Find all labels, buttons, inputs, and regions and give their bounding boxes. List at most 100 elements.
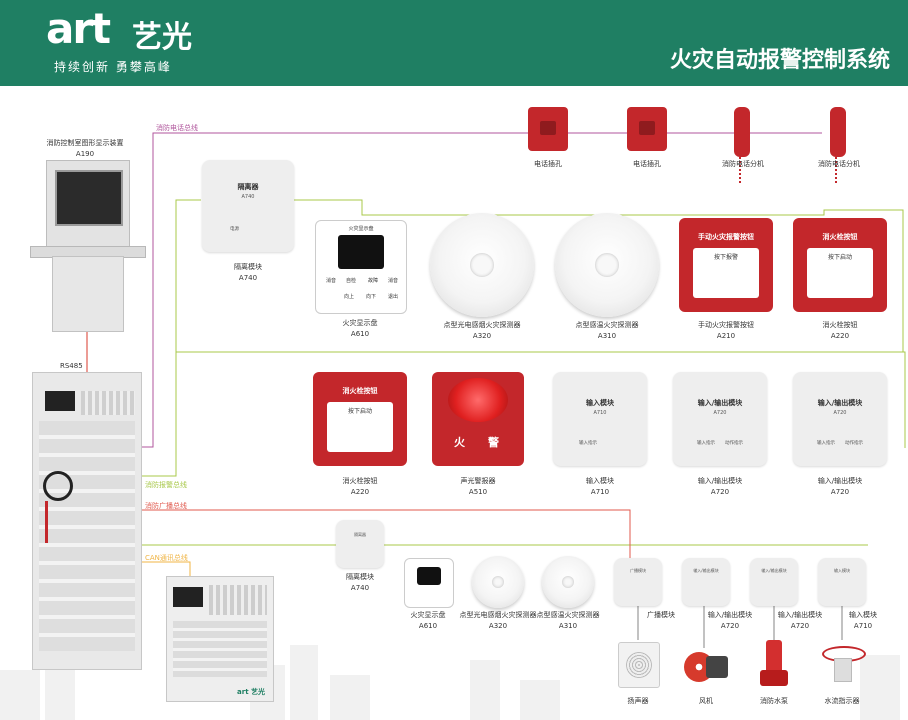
io-module-b1-card-title: 输入/输出模块 — [693, 568, 719, 573]
isolator-module-bottom: 隔离器 — [336, 520, 384, 568]
fire-display-panel: 火灾显示盘 消音 自检 故障 消音 向上 向下 退出 — [315, 220, 407, 314]
manual-alarm-code: A210 — [716, 332, 736, 340]
input-module-b-name: 输入模块 — [849, 611, 877, 619]
speaker-image — [618, 642, 660, 688]
isolator-module-top: 隔离器 A740 电源 — [202, 160, 294, 252]
isolator-top-name: 隔离模块 — [234, 263, 262, 271]
io-module-2-card-title: 输入/输出模块 — [817, 399, 863, 407]
fire-display-b-code: A610 — [418, 622, 438, 630]
fire-alarm-controller-cabinet — [32, 372, 142, 670]
hydrant-button-2-name: 消火栓按钮 — [342, 477, 378, 485]
phone-jack-2-image — [627, 107, 667, 151]
io-module-1-image: 输入/输出模块 A720 输入指示 动作指示 — [673, 372, 767, 466]
input-module-b-card-title: 输入模块 — [834, 568, 850, 573]
heat-detector-b-name: 点型感温火灾探测器 — [536, 611, 600, 619]
phone-ext-1-cord — [739, 157, 749, 183]
fire-display-btn-3: 故障 — [368, 278, 379, 284]
broadcast-bus-line — [140, 509, 631, 560]
io-module-1-card-code: A720 — [713, 410, 727, 416]
input-module-image: 输入模块 A710 输入指示 — [553, 372, 647, 466]
broadcast-module-image: 广播模块 — [614, 558, 662, 606]
smoke-detector-b-name: 点型光电感烟火灾探测器 — [459, 611, 537, 619]
hydrant-button-2-image: 消火栓按钮 按下启动 — [313, 372, 407, 466]
speaker-name: 扬声器 — [627, 697, 649, 705]
hydrant-button-1-name: 消火栓按钮 — [822, 321, 858, 329]
hydrant-button-1-code: A220 — [830, 332, 850, 340]
hydrant-button-2-card-title: 消火栓按钮 — [342, 387, 378, 395]
fire-display-btn-4: 消音 — [388, 278, 399, 284]
fire-display-panel-bottom — [404, 558, 454, 608]
io-module-b1-image: 输入/输出模块 — [682, 558, 730, 606]
input-module-code: A710 — [590, 488, 610, 496]
input-module-card-title: 输入模块 — [586, 399, 614, 407]
fire-display-btn-6: 向下 — [366, 294, 377, 300]
isolator-card-code: A740 — [241, 194, 255, 200]
alarm-bus-loop-top — [294, 199, 906, 448]
io-module-b2-image: 输入/输出模块 — [750, 558, 798, 606]
isolator-bottom-name: 隔离模块 — [346, 573, 374, 581]
fan-image — [684, 648, 728, 688]
phone-ext-2-image — [830, 107, 846, 157]
io-module-b1-name: 输入/输出模块 — [707, 611, 753, 619]
fan-name: 风机 — [699, 697, 713, 705]
io-module-1-code: A720 — [710, 488, 730, 496]
isolator-top-code: A740 — [238, 274, 258, 282]
flow-indicator-name: 水流指示器 — [824, 697, 860, 705]
telephone-bus-line — [140, 132, 822, 448]
io-module-2-card-code: A720 — [833, 410, 847, 416]
small-control-panel: art 艺光 — [166, 576, 274, 702]
sound-light-alarm-image: 火 警 — [432, 372, 524, 466]
io-module-1-card-sub-1: 输入指示 — [697, 441, 715, 446]
small-panel-brand: art 艺光 — [237, 688, 265, 696]
fire-display-btn-1: 消音 — [326, 278, 337, 284]
phone-ext-2-cord — [835, 157, 845, 183]
phone-jack-2-name: 电话插孔 — [633, 160, 661, 168]
fire-display-code: A610 — [350, 330, 370, 338]
fire-display-btn-5: 向上 — [344, 294, 355, 300]
isolator-card-title: 隔离器 — [237, 183, 259, 191]
alarm-bus-line-top — [140, 199, 201, 477]
brand-logo-cn: 艺光 — [132, 20, 192, 55]
broadcast-module-card-title: 广播模块 — [630, 568, 646, 573]
graphic-display-code: A190 — [75, 150, 95, 158]
io-module-2-code: A720 — [830, 488, 850, 496]
phone-ext-1-name: 消防电话分机 — [722, 160, 764, 168]
flow-indicator-image — [818, 640, 866, 690]
io-module-1-name: 输入/输出模块 — [697, 477, 743, 485]
pump-name: 消防水泵 — [760, 697, 788, 705]
broadcast-module-name: 广播模块 — [647, 611, 675, 619]
city-skyline-background — [0, 645, 900, 720]
isolator-bottom-code: A740 — [350, 584, 370, 592]
hydrant-button-2-press-label: 按下启动 — [347, 408, 372, 415]
input-module-card-code: A710 — [593, 410, 607, 416]
io-module-b2-card-title: 输入/输出模块 — [761, 568, 787, 573]
pump-image — [760, 640, 788, 690]
io-module-b2-name: 输入/输出模块 — [777, 611, 823, 619]
brand-logo: art — [46, 4, 111, 53]
rs485-label: RS485 — [60, 362, 83, 370]
io-module-2-card-sub-2: 动作指示 — [845, 441, 863, 446]
manual-alarm-card-title: 手动火灾报警按钮 — [698, 233, 754, 241]
io-module-2-name: 输入/输出模块 — [817, 477, 863, 485]
manual-alarm-name: 手动火灾报警按钮 — [698, 321, 754, 329]
hydrant-button-1-press-label: 按下启动 — [827, 254, 852, 261]
phone-ext-1-image — [734, 107, 750, 157]
io-module-2-card-sub-1: 输入指示 — [817, 441, 835, 446]
heat-detector-b-image — [542, 556, 594, 608]
phone-jack-1-image — [528, 107, 568, 151]
phone-ext-2-name: 消防电话分机 — [818, 160, 860, 168]
manual-alarm-press-label: 按下报警 — [713, 254, 738, 261]
sound-light-name: 声光警报器 — [460, 477, 496, 485]
alarm-bus-label: 消防报警总线 — [145, 481, 187, 489]
smoke-detector-image — [430, 213, 534, 317]
graphic-display-name: 消防控制室图形显示装置 — [46, 139, 124, 147]
fire-display-name: 火灾显示盘 — [342, 319, 378, 327]
header-banner: art 艺光 持续创新 勇攀高峰 火灾自动报警控制系统 — [0, 0, 908, 86]
fire-display-screen-title: 火灾显示盘 — [348, 226, 374, 232]
isolator-bottom-card-title: 隔离器 — [354, 532, 366, 537]
input-module-b-code: A710 — [853, 622, 873, 630]
smoke-detector-name: 点型光电感烟火灾探测器 — [443, 321, 521, 329]
hydrant-button-1-card-title: 消火栓按钮 — [822, 233, 858, 241]
sound-light-text-2: 警 — [488, 436, 499, 449]
